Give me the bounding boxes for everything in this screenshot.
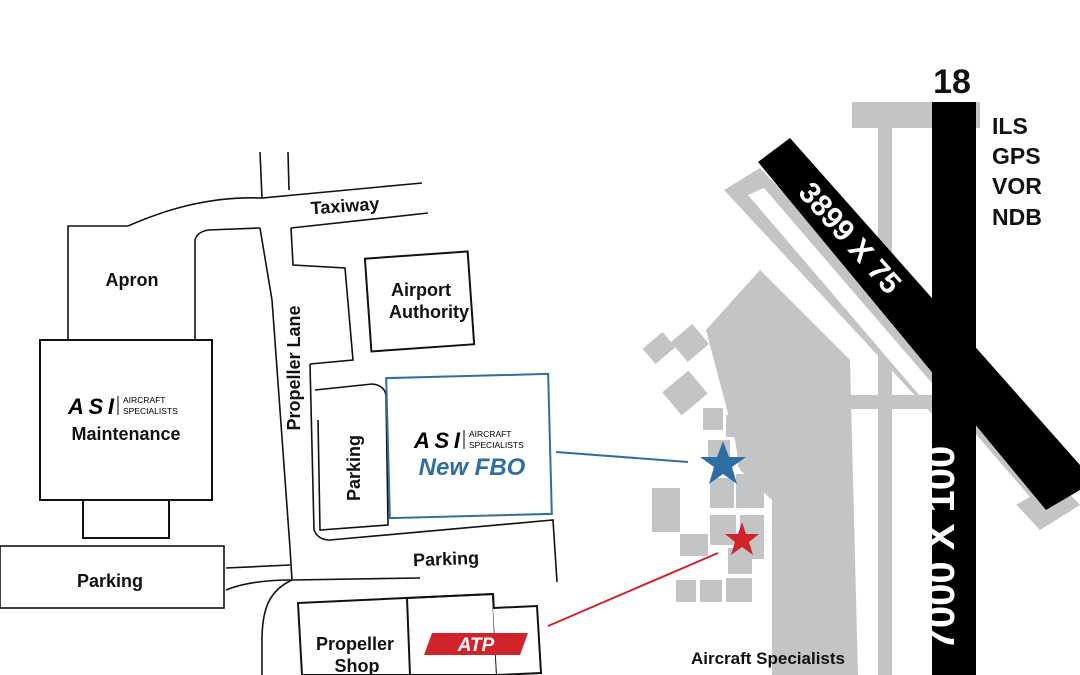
svg-text:AIRCRAFT: AIRCRAFT bbox=[123, 395, 166, 405]
main-runway: 7000 X 100 bbox=[919, 102, 976, 675]
parking-left-label: Parking bbox=[77, 571, 143, 591]
approach-list: ILS GPS VOR NDB bbox=[992, 113, 1042, 230]
taxiway-label: Taxiway bbox=[310, 194, 380, 219]
svg-text:ASI: ASI bbox=[413, 428, 461, 453]
propeller-shop-label: Propeller bbox=[316, 634, 394, 654]
asi-logo-maintenance: ASI AIRCRAFT SPECIALISTS bbox=[67, 394, 178, 419]
airport-authority-label: Airport bbox=[391, 280, 451, 300]
atp-logo: ATP bbox=[424, 633, 528, 656]
airport-authority-building bbox=[363, 250, 476, 353]
atp-star bbox=[725, 522, 759, 555]
new-fbo-building bbox=[385, 372, 553, 520]
main-runway-dimensions: 7000 X 100 bbox=[919, 446, 963, 651]
apron-label: Apron bbox=[106, 270, 159, 290]
approach-vor: VOR bbox=[992, 173, 1042, 199]
road-network bbox=[67, 151, 558, 675]
aircraft-specialists-label: Aircraft Specialists bbox=[691, 649, 845, 668]
svg-text:ATP: ATP bbox=[457, 635, 495, 656]
new-fbo-leader-line bbox=[555, 451, 689, 463]
new-fbo-star bbox=[700, 441, 746, 484]
new-fbo-label: New FBO bbox=[419, 454, 526, 481]
maintenance-building bbox=[39, 339, 213, 501]
parking-center-label: Parking bbox=[413, 548, 480, 570]
airport-authority-label-line2: Authority bbox=[389, 302, 469, 322]
atp-leader-line bbox=[547, 552, 719, 627]
asi-logo-fbo: ASI AIRCRAFT SPECIALISTS bbox=[413, 428, 524, 453]
svg-text:SPECIALISTS: SPECIALISTS bbox=[123, 406, 178, 416]
approach-ils: ILS bbox=[992, 113, 1028, 139]
airfield-gray-areas bbox=[642, 102, 1080, 675]
parking-vertical-label: Parking bbox=[344, 435, 364, 501]
maintenance-annex bbox=[82, 499, 170, 539]
svg-text:ASI: ASI bbox=[67, 394, 115, 419]
approach-ndb: NDB bbox=[992, 204, 1042, 230]
svg-text:SPECIALISTS: SPECIALISTS bbox=[469, 440, 524, 450]
propeller-shop-label-line2: Shop bbox=[335, 656, 380, 675]
svg-text:AIRCRAFT: AIRCRAFT bbox=[469, 429, 512, 439]
runway-designator: 18 bbox=[933, 63, 971, 101]
maintenance-label: Maintenance bbox=[71, 424, 180, 444]
parking-lot-left bbox=[0, 545, 225, 609]
approach-gps: GPS bbox=[992, 143, 1041, 169]
propeller-lane-label: Propeller Lane bbox=[284, 305, 304, 430]
